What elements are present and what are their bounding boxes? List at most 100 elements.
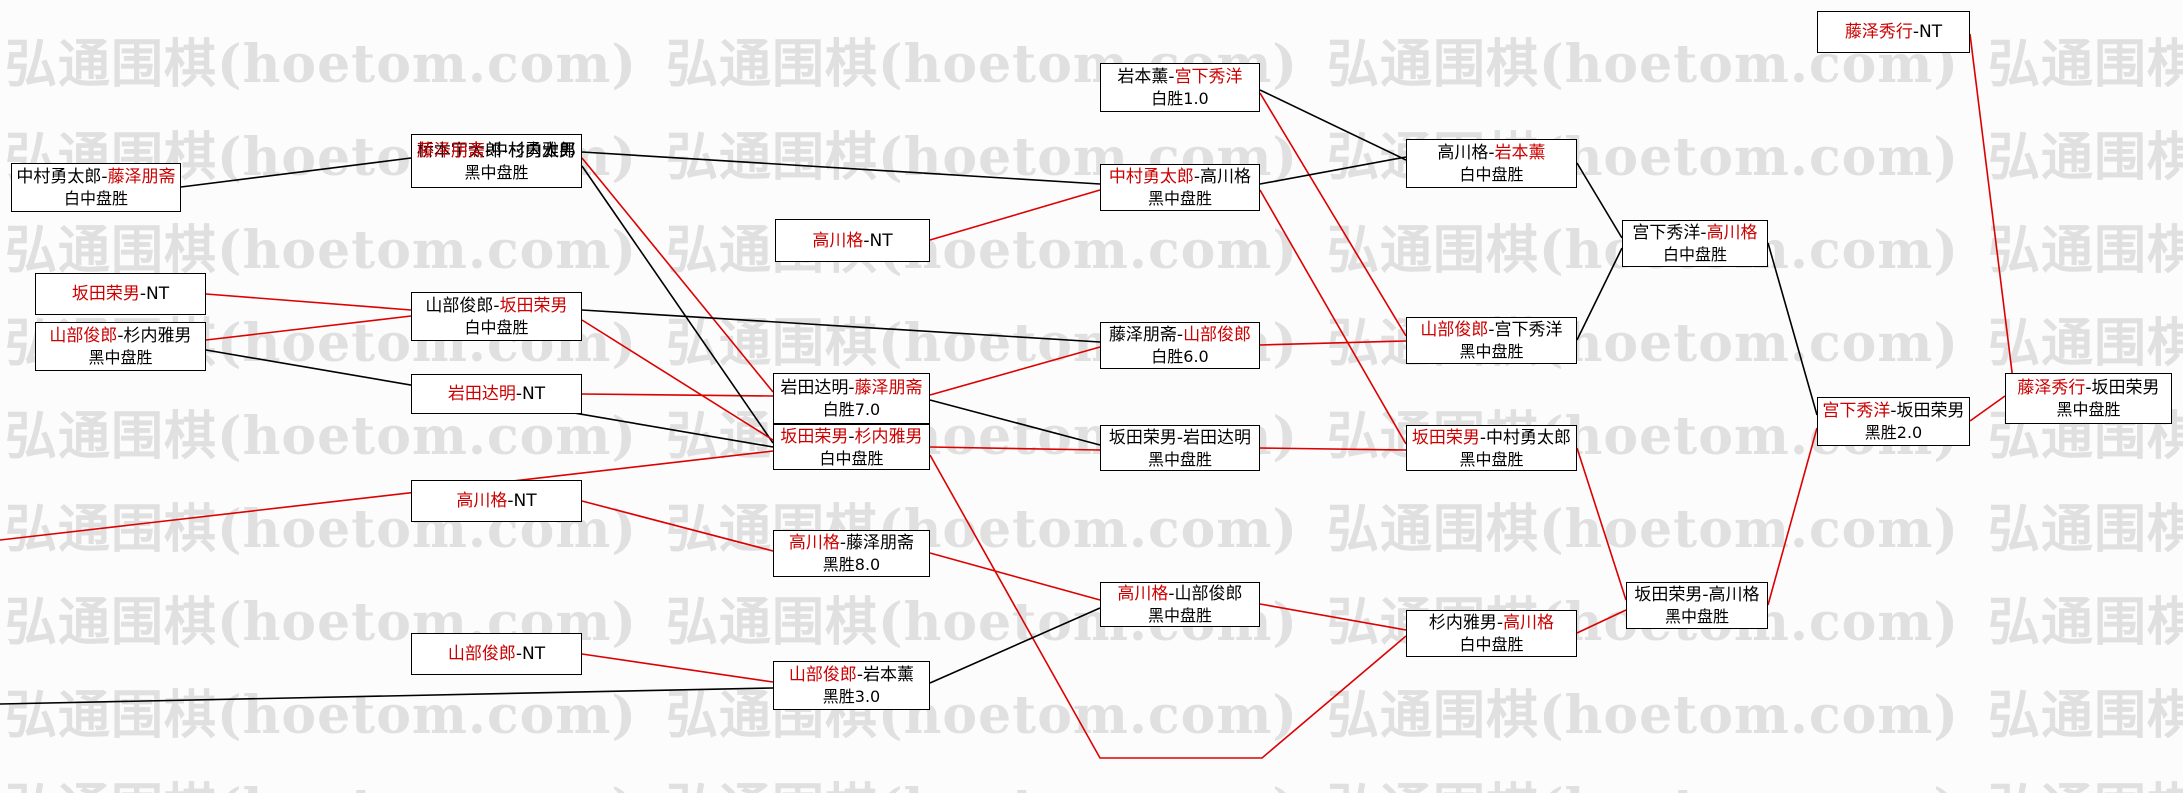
match-box[interactable]: 宫下秀洋-高川格白中盘胜: [1622, 220, 1768, 267]
match-box[interactable]: 山部俊郎-坂田荣男白中盘胜: [411, 292, 582, 341]
watermark-text: 弘通围棋(hoetom.com): [1988, 127, 2183, 188]
match-box[interactable]: 山部俊郎-杉内雅男黑中盘胜: [35, 322, 206, 371]
match-box[interactable]: 藤泽秀行-坂田荣男黑中盘胜: [2005, 373, 2172, 424]
match-title-line: 藤泽秀行-坂田荣男: [2006, 377, 2171, 399]
match-title-line: 山部俊郎-岩本薰: [774, 664, 929, 686]
player-name: 高川格: [812, 230, 864, 251]
match-title: 坂田荣男-杉内雅男: [774, 426, 929, 448]
match-result: 白中盘胜: [1662, 245, 1727, 264]
player-name: 山部俊郎: [425, 296, 494, 316]
match-box[interactable]: 高川格-NT: [775, 219, 930, 262]
match-box[interactable]: 高川格-岩本薰白中盘胜: [1406, 139, 1577, 188]
watermark-text: 弘通围棋(hoetom.com): [5, 685, 637, 746]
match-result: 白中盘胜: [819, 448, 884, 468]
bracket-line: [1576, 447, 1627, 601]
match-title: 山部俊郎-宫下秀洋: [1407, 319, 1576, 341]
match-box[interactable]: 山部俊郎-岩本薰黑胜3.0: [773, 661, 930, 710]
player-name: 岩田达明: [780, 378, 849, 398]
watermark-text: 弘通围棋(hoetom.com): [1988, 313, 2183, 374]
match-box[interactable]: 中村勇太郎-藤泽朋斋白中盘胜: [11, 163, 181, 212]
match-result: 黑胜2.0: [1864, 423, 1923, 442]
match-title-line: 宫下秀洋-高川格: [1623, 222, 1767, 244]
bracket-line: [1259, 156, 1407, 185]
bracket-line: [581, 393, 774, 397]
player-name: 藤泽朋斋: [854, 378, 923, 398]
match-result: 黑中盘胜: [1147, 189, 1212, 208]
watermark-text: 弘通围棋(hoetom.com): [5, 406, 637, 467]
player-name: 藤泽朋斋: [416, 140, 485, 161]
match-title-line: 坂田荣男-NT: [36, 283, 205, 305]
match-box[interactable]: 岩田达明-NT: [411, 374, 582, 414]
player-name: -NT: [863, 230, 893, 251]
player-name: -高川格: [1193, 167, 1252, 187]
match-result: 白胜6.0: [1151, 347, 1209, 366]
match-box[interactable]: 中村勇太郎-高川格黑中盘胜: [1100, 164, 1260, 211]
match-title-line: 坂田荣男-中村勇太郎: [1407, 427, 1576, 449]
match-box[interactable]: 岩田达明-藤泽朋斋白胜7.0: [773, 373, 930, 424]
match-box[interactable]: 坂田荣男-杉内雅男白中盘胜: [773, 424, 930, 470]
player-name: 宫下秀洋: [1822, 401, 1891, 421]
bracket-line: [929, 446, 1101, 451]
player-name: 宫下秀洋: [1632, 223, 1701, 243]
bracket-line: [929, 552, 1101, 601]
match-title: 杉内雅男-高川格: [1407, 612, 1576, 634]
bracket-line: [205, 293, 412, 311]
bracket-line: [1576, 162, 1623, 239]
player-name: 高川格: [1503, 613, 1555, 633]
player-name: 坂田荣男: [71, 284, 140, 304]
bracket-line: [1767, 427, 1818, 606]
match-title: 坂田荣男-NT: [36, 283, 205, 305]
match-box[interactable]: 藤泽秀行-NT: [1817, 11, 1970, 53]
player-name: 山部俊郎: [788, 665, 857, 685]
match-title: 坂田荣男-高川格: [1627, 584, 1767, 606]
match-box[interactable]: 宫下秀洋-坂田荣男黑胜2.0: [1817, 397, 1970, 446]
player-name: 岩本薰: [1494, 143, 1546, 163]
player-name: 杉内雅男: [1428, 613, 1497, 633]
player-name: 坂田荣男: [499, 296, 568, 316]
match-title-line: 高川格-NT: [776, 230, 929, 252]
match-result: 黑胜3.0: [822, 687, 881, 706]
match-box[interactable]: 坂田荣男-岩田达明黑中盘胜: [1100, 425, 1260, 471]
match-title-line: 高川格-岩本薰: [1407, 142, 1576, 164]
bracket-line: [929, 454, 1407, 759]
player-name: 高川格: [1437, 143, 1489, 163]
match-title: 高川格-山部俊郎: [1101, 583, 1259, 605]
match-box[interactable]: 坂田荣男-NT: [35, 273, 206, 315]
match-result: 黑中盘胜: [1459, 449, 1524, 469]
match-box[interactable]: 桥本宇太郎-杉内雅男藤泽朋斋-中村勇太郎黑中盘胜: [411, 134, 582, 188]
player-name: -: [1168, 67, 1175, 87]
match-title-line: 坂田荣男-岩田达明: [1101, 427, 1259, 449]
bracket-line: [1969, 33, 2014, 381]
player-name: 中村勇太郎: [1108, 167, 1194, 187]
match-title: 中村勇太郎-藤泽朋斋: [12, 166, 180, 188]
match-result: 白中盘胜: [1459, 165, 1524, 184]
match-box[interactable]: 藤泽朋斋-山部俊郎白胜6.0: [1100, 322, 1260, 369]
bracket-line: [581, 309, 1101, 343]
match-box[interactable]: 山部俊郎-NT: [411, 633, 582, 675]
match-box[interactable]: 杉内雅男-高川格白中盘胜: [1406, 610, 1577, 657]
match-title-line: 山部俊郎-NT: [412, 643, 581, 665]
match-title-line: 高川格-NT: [412, 490, 581, 512]
match-title-line: 山部俊郎-宫下秀洋: [1407, 319, 1576, 341]
match-title-line: 岩田达明-NT: [412, 383, 581, 405]
watermark-text: 弘通围棋(hoetom.com): [1988, 685, 2183, 746]
match-box[interactable]: 山部俊郎-宫下秀洋黑中盘胜: [1406, 317, 1577, 364]
match-box[interactable]: 岩本薰-宫下秀洋白胜1.0: [1100, 63, 1260, 112]
match-title: 山部俊郎-坂田荣男: [412, 295, 581, 317]
match-title-line: 山部俊郎-坂田荣男: [412, 295, 581, 317]
bracket-line: [0, 450, 774, 541]
player-name: -: [1496, 613, 1504, 633]
player-name: -NT: [1912, 22, 1943, 42]
match-box[interactable]: 高川格-NT: [411, 480, 582, 522]
watermark-text: 弘通围棋(hoetom.com): [1988, 34, 2183, 95]
bracket-line: [929, 399, 1101, 446]
match-box[interactable]: 高川格-山部俊郎黑中盘胜: [1100, 582, 1260, 627]
match-box[interactable]: 坂田荣男-中村勇太郎黑中盘胜: [1406, 425, 1577, 471]
match-box[interactable]: 高川格-藤泽朋斋黑胜8.0: [773, 530, 930, 577]
match-box[interactable]: 坂田荣男-高川格黑中盘胜: [1626, 582, 1768, 629]
player-name: 杉内雅男: [854, 426, 923, 447]
bracket-line: [1259, 447, 1407, 451]
player-name: -杉内雅男: [117, 326, 192, 346]
watermark-text: 弘通围棋(hoetom.com): [5, 34, 637, 95]
player-name: -杉内雅男: [501, 140, 577, 161]
